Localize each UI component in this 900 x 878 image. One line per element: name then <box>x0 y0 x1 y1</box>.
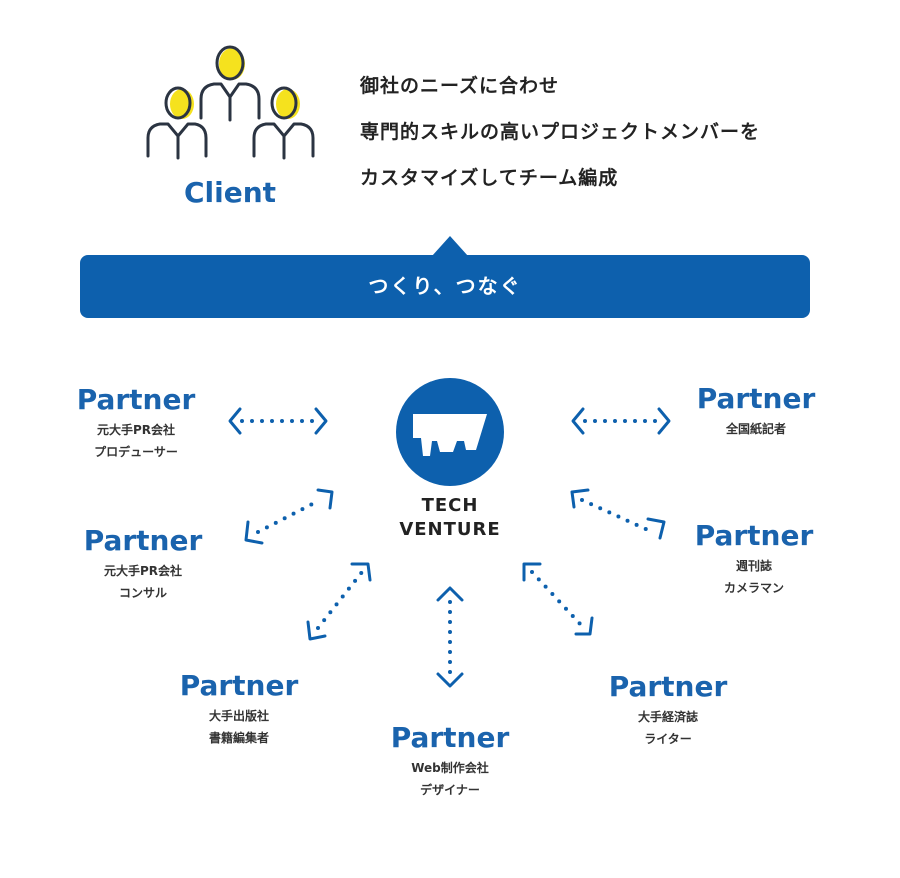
partner-desc-1: 大手出版社 <box>208 709 269 723</box>
partner-desc-1: 大手経済誌 <box>637 710 698 724</box>
tech-venture-logo <box>396 378 504 486</box>
partner-desc-1: 元大手PR会社 <box>103 564 183 578</box>
tech-venture-line1: TECH <box>421 495 479 516</box>
partner-pr-producer: Partner 元大手PR会社 プロデューサー <box>56 383 216 463</box>
connector-arrow-bottom <box>436 586 464 688</box>
partner-book-editor: Partner 大手出版社 書籍編集者 <box>159 669 319 749</box>
partner-desc-1: 週刊誌 <box>735 559 772 573</box>
partner-newspaper-reporter: Partner 全国紙記者 <box>676 382 836 440</box>
connector-arrow-left-top <box>228 407 328 435</box>
partner-title: Partner <box>76 383 196 416</box>
partner-pr-consultant: Partner 元大手PR会社 コンサル <box>63 524 223 604</box>
partner-title: Partner <box>696 382 816 415</box>
partner-desc-2: プロデューサー <box>94 445 178 459</box>
partner-desc-1: 元大手PR会社 <box>96 423 176 437</box>
connector-arrow-right-middle <box>570 488 666 540</box>
description-line-2: 専門的スキルの高いプロジェクトメンバーを <box>360 121 761 143</box>
partner-title: Partner <box>83 524 203 557</box>
partner-title: Partner <box>608 670 728 703</box>
partner-desc-2: 書籍編集者 <box>208 731 269 745</box>
description-line-1: 御社のニーズに合わせ <box>360 75 560 97</box>
tech-venture-line2: VENTURE <box>399 519 501 540</box>
connector-arrow-left-bottom <box>306 562 372 641</box>
partner-title: Partner <box>694 519 814 552</box>
partner-desc-2: カメラマン <box>723 581 784 595</box>
connector-arrow-right-top <box>571 407 671 435</box>
connector-arrow-left-middle <box>244 488 334 545</box>
partner-desc-2: ライター <box>644 732 692 746</box>
partner-desc-2: デザイナー <box>420 783 480 797</box>
partner-desc-1: 全国紙記者 <box>725 422 786 436</box>
partner-desc-2: コンサル <box>118 586 167 600</box>
tech-venture-name: TECH VENTURE <box>390 494 510 542</box>
partner-economic-writer: Partner 大手経済誌 ライター <box>588 670 748 750</box>
description-line-3: カスタマイズしてチーム編成 <box>360 167 619 189</box>
partner-title: Partner <box>390 721 510 754</box>
partner-desc-1: Web制作会社 <box>411 761 489 775</box>
client-label: Client <box>183 176 277 209</box>
partner-weekly-photographer: Partner 週刊誌 カメラマン <box>674 519 834 599</box>
connector-arrow-right-bottom <box>522 562 594 636</box>
partner-title: Partner <box>179 669 299 702</box>
banner-pointer <box>432 236 468 256</box>
banner: つくり、つなぐ <box>80 255 810 318</box>
partner-web-designer: Partner Web制作会社 デザイナー <box>370 721 530 801</box>
